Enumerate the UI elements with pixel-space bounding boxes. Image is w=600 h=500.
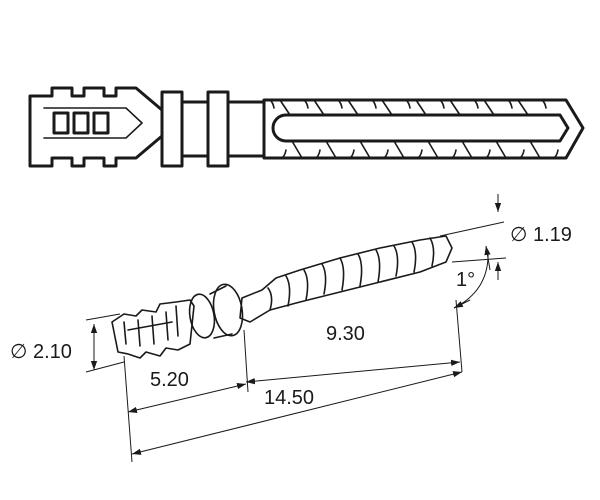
side-view-head-slots: [52, 111, 110, 135]
dim-overall-length-label: 14.50: [264, 387, 314, 409]
dim-overall-length: [131, 371, 463, 455]
isometric-view: [111, 235, 453, 359]
dim-tip-diameter-label: ∅ 1.19: [510, 224, 572, 246]
dim-base-length-label: 5.20: [150, 369, 189, 391]
side-view-head: [28, 86, 164, 168]
dim-threaded-length: [245, 359, 461, 385]
dimensions: ∅ 1.19 1° ∅ 2.10 9.30 5.20 14.50: [10, 194, 572, 463]
side-view-shank: [262, 98, 585, 160]
side-view-collar: [180, 100, 210, 158]
side-view-thread-ridges: [265, 98, 559, 160]
iso-head-slots: [123, 305, 179, 347]
side-view-head-inner: [43, 107, 143, 139]
dim-base-diameter-lines: [85, 313, 125, 373]
dim-base-diameter-label: ∅ 2.10: [10, 341, 72, 363]
dim-tip-angle-label: 1°: [456, 269, 475, 291]
side-view-flange-1: [160, 90, 184, 168]
side-view-neck: [226, 100, 266, 158]
dim-tip-diameter-lines: [439, 194, 507, 278]
side-view-flange-2: [206, 90, 230, 168]
side-view-split-slot: [271, 113, 570, 143]
dim-threaded-length-label: 9.30: [326, 323, 365, 345]
iso-collar-join: [209, 285, 233, 339]
iso-shank: [239, 235, 453, 323]
side-view: [28, 86, 585, 168]
iso-thread-ridges: [267, 237, 435, 311]
